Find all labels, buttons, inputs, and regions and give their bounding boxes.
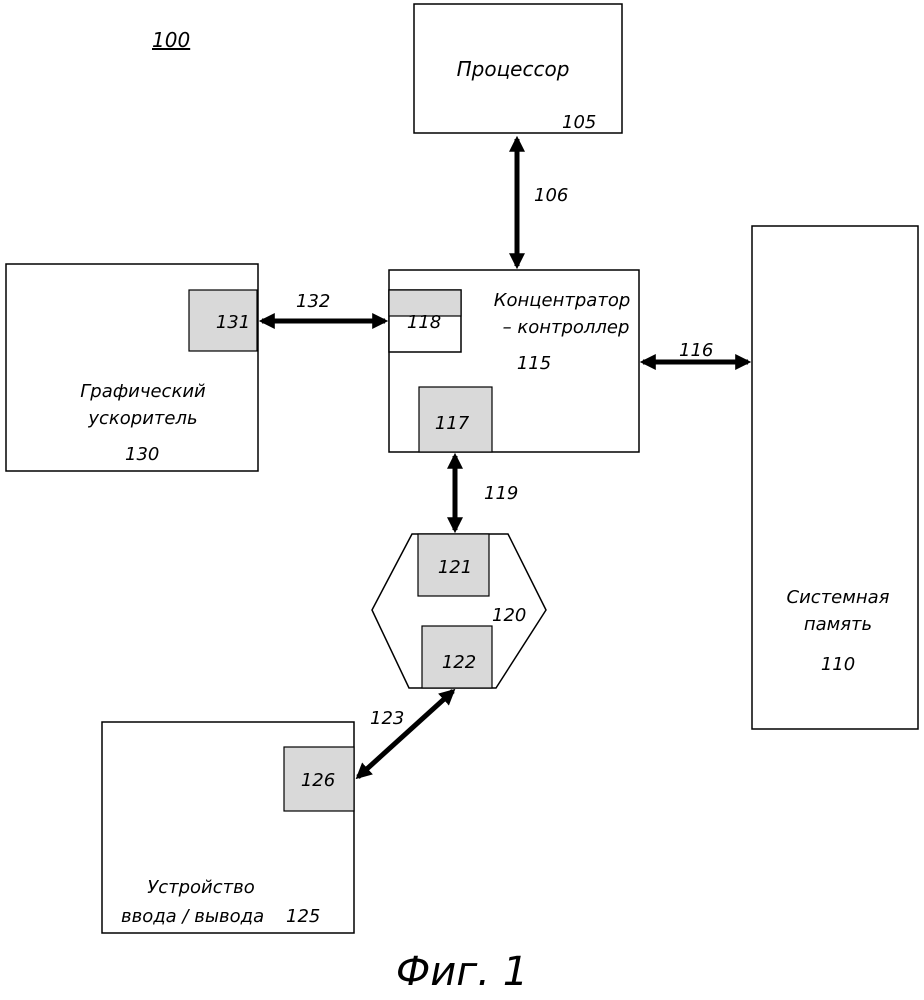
hub-controller-ref: 115	[517, 353, 551, 374]
io-device-label-line2: ввода / вывода	[121, 906, 264, 927]
port-131-label: 131	[216, 312, 250, 333]
figure-ref-label: 100	[152, 28, 190, 52]
graphics-accelerator-ref: 130	[125, 444, 159, 465]
io-device-block: 126 Устройство ввода / вывода 125	[102, 722, 354, 933]
processor-label: Процессор	[457, 57, 570, 81]
hub-controller-block: Концентратор – контроллер 115 118 117	[389, 270, 639, 452]
link-119-label: 119	[484, 483, 518, 504]
io-device-label-line1: Устройство	[147, 877, 255, 898]
io-device-ref: 125	[286, 906, 320, 927]
port-121-label: 121	[438, 557, 472, 578]
processor-block: Процессор 105	[414, 4, 622, 133]
hub-controller-label-line1: Концентратор	[494, 290, 631, 311]
graphics-accelerator-label-line1: Графический	[80, 381, 206, 402]
link-123-label: 123	[370, 708, 404, 729]
io-hub-block: 121 122 120	[372, 534, 546, 688]
processor-ref: 105	[562, 112, 596, 133]
link-132-label: 132	[296, 291, 330, 312]
system-memory-block: Системная память 110	[752, 226, 918, 729]
port-117-label: 117	[435, 413, 470, 434]
port-122-label: 122	[442, 652, 476, 673]
figure-caption: Фиг. 1	[396, 949, 528, 995]
system-memory-ref: 110	[821, 654, 855, 675]
port-118-label: 118	[407, 312, 441, 333]
system-memory-label-line1: Системная	[787, 587, 890, 608]
system-memory-label-line2: память	[804, 614, 872, 635]
hub-controller-label-line2: – контроллер	[503, 317, 630, 338]
link-116-label: 116	[679, 340, 713, 361]
link-123	[358, 691, 453, 777]
io-hub-ref: 120	[492, 605, 526, 626]
port-126-label: 126	[301, 770, 335, 791]
graphics-accelerator-label-line2: ускоритель	[87, 408, 197, 429]
link-106-label: 106	[534, 185, 568, 206]
graphics-accelerator-block: Графический ускоритель 130 131	[6, 264, 258, 471]
